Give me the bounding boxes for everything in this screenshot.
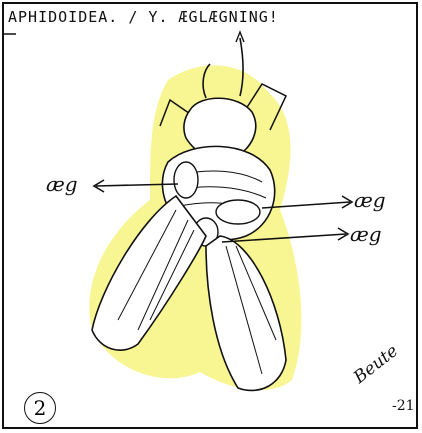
- egg-right-upper: [216, 200, 260, 224]
- label-right-egg-upper: æg: [354, 188, 386, 212]
- label-left-egg: æg: [46, 172, 78, 196]
- egg-left: [174, 162, 198, 198]
- panel-number: 2: [24, 392, 56, 424]
- signature-year: -21: [392, 398, 415, 414]
- label-right-egg-lower: æg: [350, 222, 382, 246]
- panel-number-text: 2: [34, 396, 47, 420]
